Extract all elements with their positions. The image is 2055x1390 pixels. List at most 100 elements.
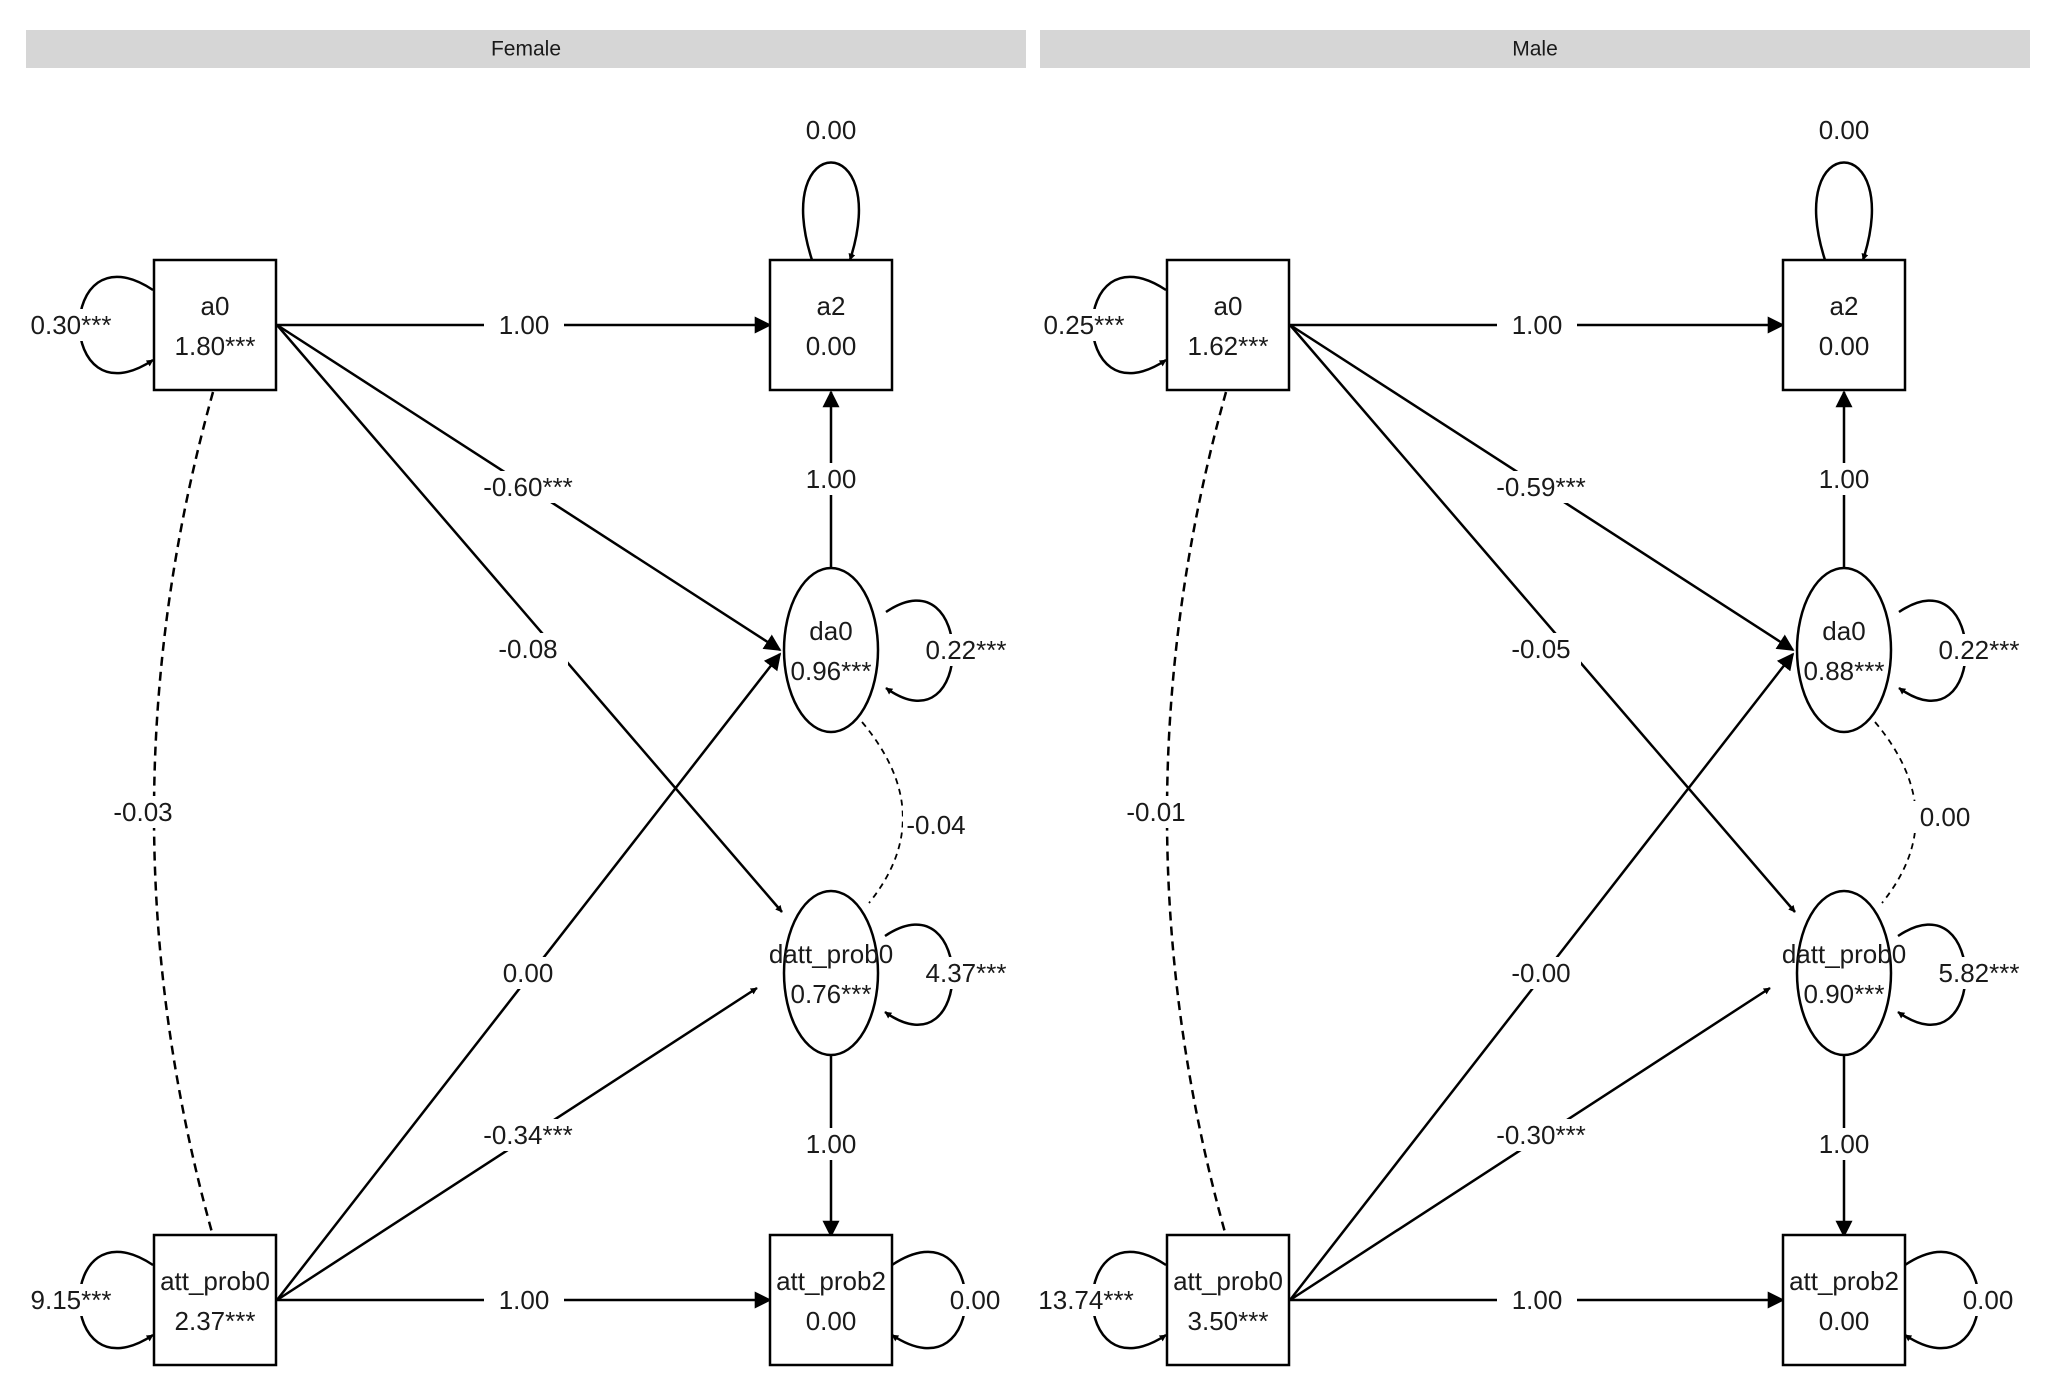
- label-path-att-prob0-da0-bg: [488, 957, 568, 989]
- label-path-att-prob0-da0: -0.00: [1511, 958, 1570, 988]
- node-box: [152, 258, 278, 392]
- label-path-da0-a2-bg: [796, 463, 866, 495]
- node-box: [1165, 258, 1291, 392]
- label-covariance-da0-datt-prob0-bg: [903, 809, 969, 841]
- panel-title: Male: [1512, 38, 1558, 61]
- label-variance-datt-prob0: 4.37***: [926, 958, 1007, 988]
- label-covariance-da0-datt-prob0-bg: [1912, 801, 1978, 833]
- label-covariance-a0-att-prob0: -0.03: [113, 797, 172, 827]
- node-name: att_prob2: [1789, 1266, 1899, 1296]
- label-variance-da0: 0.22***: [926, 635, 1007, 665]
- covariance-da0-datt-prob0: [1874, 721, 1917, 904]
- node-box: [1781, 1233, 1907, 1367]
- label-path-datt-prob0-att-prob2-bg: [796, 1128, 866, 1160]
- covariance-da0-datt-prob0: [861, 721, 904, 904]
- label-path-datt-prob0-att-prob2: 1.00: [806, 1129, 857, 1159]
- node-box: [768, 1233, 894, 1367]
- label-path-a0-a2-bg: [484, 309, 564, 341]
- label-path-att-prob0-att-prob2-bg: [1497, 1284, 1577, 1316]
- node-value: 2.37***: [175, 1306, 256, 1336]
- label-variance-a2: 0.00: [806, 115, 857, 145]
- node-box: [1781, 258, 1907, 392]
- node-value: 1.62***: [1188, 331, 1269, 361]
- label-variance-att-prob0-bg: [28, 1284, 114, 1316]
- label-variance-a0: 0.30***: [31, 310, 112, 340]
- node-name: att_prob0: [1173, 1266, 1283, 1296]
- label-path-att-prob0-datt-prob0-bg: [1485, 1119, 1597, 1151]
- label-variance-da0: 0.22***: [1939, 635, 2020, 665]
- node-value: 0.90***: [1804, 979, 1885, 1009]
- node-a2: a2 0.00: [1781, 258, 1907, 392]
- node-att-prob0: att_prob0 2.37***: [152, 1233, 278, 1367]
- node-name: da0: [1822, 616, 1865, 646]
- label-variance-datt-prob0: 5.82***: [1939, 958, 2020, 988]
- label-path-a0-datt-prob0: -0.08: [498, 634, 557, 664]
- label-variance-att-prob0: 9.15***: [31, 1285, 112, 1315]
- node-name: a0: [201, 291, 230, 321]
- node-name: datt_prob0: [769, 939, 893, 969]
- node-box: [768, 258, 894, 392]
- label-path-a0-a2: 1.00: [499, 310, 550, 340]
- node-box: [1165, 1233, 1291, 1367]
- node-name: da0: [809, 616, 852, 646]
- label-variance-a2: 0.00: [1819, 115, 1870, 145]
- label-variance-att-prob2: 0.00: [950, 1285, 1001, 1315]
- node-oval: [782, 566, 880, 734]
- path-a0-datt-prob0: [1289, 324, 1796, 913]
- edge-labels: 1.00-0.59***-0.051.00-0.00-0.30***1.001.…: [1036, 114, 2027, 1316]
- node-value: 1.80***: [175, 331, 256, 361]
- node-a0: a0 1.62***: [1165, 258, 1291, 392]
- label-path-att-prob0-da0: 0.00: [503, 958, 554, 988]
- node-datt-prob0: datt_prob0 0.76***: [769, 889, 893, 1057]
- node-a2: a2 0.00: [768, 258, 894, 392]
- node-name: a0: [1214, 291, 1243, 321]
- label-covariance-a0-att-prob0-bg: [105, 796, 181, 828]
- label-path-att-prob0-att-prob2: 1.00: [499, 1285, 550, 1315]
- variance-loop-a2: [801, 161, 861, 261]
- label-variance-a0-bg: [28, 309, 114, 341]
- node-datt-prob0: datt_prob0 0.90***: [1782, 889, 1906, 1057]
- label-path-a0-datt-prob0-bg: [1501, 633, 1581, 665]
- path-a0-datt-prob0: [276, 324, 783, 913]
- label-path-da0-a2: 1.00: [1819, 464, 1870, 494]
- node-value: 0.76***: [791, 979, 872, 1009]
- label-path-a0-da0: -0.60***: [483, 472, 573, 502]
- label-path-a0-datt-prob0-bg: [488, 633, 568, 665]
- node-oval: [1795, 889, 1893, 1057]
- node-a0: a0 1.80***: [152, 258, 278, 392]
- label-variance-att-prob2: 0.00: [1963, 1285, 2014, 1315]
- label-variance-a0-bg: [1041, 309, 1127, 341]
- label-path-att-prob0-datt-prob0: -0.34***: [483, 1120, 573, 1150]
- node-value: 0.00: [806, 331, 857, 361]
- label-path-att-prob0-att-prob2: 1.00: [1512, 1285, 1563, 1315]
- node-value: 0.00: [1819, 1306, 1870, 1336]
- label-path-a0-da0: -0.59***: [1496, 472, 1586, 502]
- node-value: 0.00: [1819, 331, 1870, 361]
- label-variance-da0-bg: [918, 634, 1014, 666]
- edge-labels: 1.00-0.60***-0.081.000.00-0.34***1.001.0…: [28, 114, 1014, 1316]
- node-name: datt_prob0: [1782, 939, 1906, 969]
- node-name: a2: [1830, 291, 1859, 321]
- label-path-da0-a2-bg: [1809, 463, 1879, 495]
- panel-strip: [26, 30, 1026, 68]
- panel-male: Malea01.62***a20.00da00.88***datt_prob00…: [1036, 30, 2030, 1367]
- node-name: att_prob0: [160, 1266, 270, 1296]
- label-variance-a2-bg: [1809, 114, 1879, 146]
- label-path-a0-datt-prob0: -0.05: [1511, 634, 1570, 664]
- panel-title: Female: [491, 38, 561, 61]
- label-variance-att-prob0: 13.74***: [1038, 1285, 1133, 1315]
- label-path-a0-da0-bg: [1485, 471, 1597, 503]
- label-path-att-prob0-datt-prob0: -0.30***: [1496, 1120, 1586, 1150]
- label-variance-a2-bg: [796, 114, 866, 146]
- node-name: a2: [817, 291, 846, 321]
- panel-strip: [1040, 30, 2030, 68]
- label-covariance-da0-datt-prob0: -0.04: [906, 810, 965, 840]
- label-covariance-a0-att-prob0: -0.01: [1126, 797, 1185, 827]
- node-value: 3.50***: [1188, 1306, 1269, 1336]
- label-path-att-prob0-datt-prob0-bg: [472, 1119, 584, 1151]
- label-path-datt-prob0-att-prob2-bg: [1809, 1128, 1879, 1160]
